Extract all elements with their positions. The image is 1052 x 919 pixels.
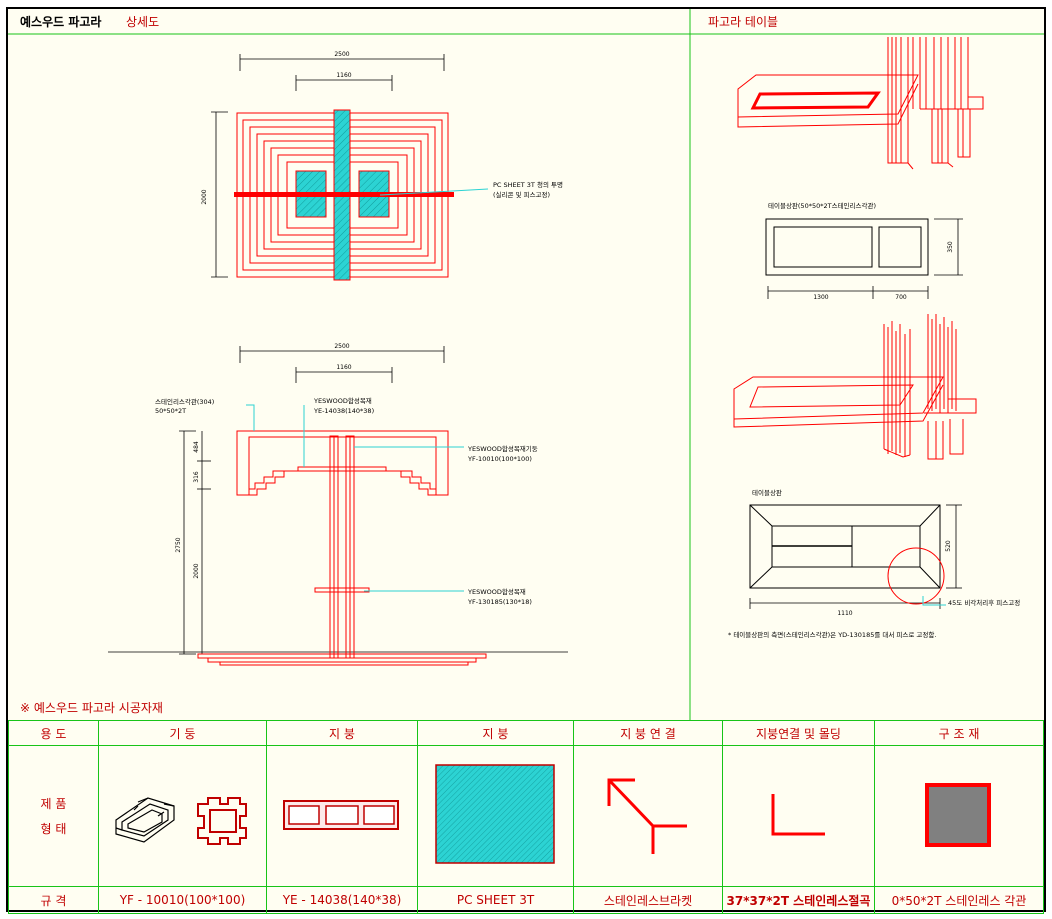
label-steel-1: 스테인리스각관(304) [155, 397, 214, 406]
corner-note: 45도 비각처리후 피스고정 [948, 598, 1020, 607]
spec-size-row: 규 격 YF - 10010(100*100) YE - 14038(140*3… [8, 886, 1044, 914]
table-top [749, 504, 962, 609]
label-bracket-2: YF-130185(130*18) [467, 598, 532, 606]
drawing-canvas: 예스우드 파고라 상세도 파고라 테이블 2500 1160 2000 [8, 9, 1044, 720]
spec-size-tube: 0*50*2T 스테인레스 각관 [874, 886, 1044, 914]
corner-leader [922, 596, 946, 606]
table-dim-w2: 700 [895, 294, 907, 301]
label-frame: 테이블상판(50*50*2T스테인리스각관) [768, 201, 876, 210]
elev-dim-a: 484 [193, 441, 200, 453]
pc-sheet-icon [434, 763, 555, 864]
plan-dim-inner: 1160 [336, 72, 351, 79]
label-post-1: YESWOOD합성목재기둥 [467, 444, 538, 453]
spec-header-structure: 구 조 재 [874, 720, 1044, 746]
spec-header-row: 용 도 기 둥 지 붕 지 붕 지 붕 연 결 지붕연결 및 몰딩 구 조 재 [8, 720, 1044, 746]
table-dim-top-w: 1110 [837, 610, 852, 617]
bracket-cell [573, 745, 723, 887]
table-frame [765, 218, 963, 299]
plan-dim-outer: 2500 [334, 51, 349, 58]
post-profile-cell [98, 745, 267, 887]
table-footnote: * 테이블상판의 측면(스테인리스각관)은 YD-130185를 대서 피스로 … [728, 630, 936, 639]
table-dim-w1: 1300 [813, 294, 828, 301]
spec-table: 용 도 기 둥 지 붕 지 붕 지 붕 연 결 지붕연결 및 몰딩 구 조 재 … [8, 720, 1044, 914]
plan-beam-red [234, 192, 454, 197]
title-rest: 상세도 [126, 15, 159, 29]
table-dim-top-h: 520 [945, 540, 952, 552]
spec-header-molding: 지붕연결 및 몰딩 [722, 720, 875, 746]
elev-dim-total: 2750 [175, 537, 182, 552]
spec-row-label: 제 품 형 태 [8, 745, 99, 887]
plan-note-1: PC SHEET 3T 청의 투명 [493, 180, 563, 189]
angle-cell [722, 745, 875, 887]
title-bold: 예스우드 파고라 [20, 14, 101, 29]
spec-row-label-2: 형 태 [40, 822, 67, 836]
elev-dim-c: 2000 [193, 563, 200, 578]
corner-detail-circle [887, 547, 945, 605]
square-tube-icon [925, 782, 991, 847]
spec-size-post: YF - 10010(100*100) [98, 886, 267, 914]
post-profile-icon [114, 796, 247, 845]
label-rafter-1: YESWOOD합성목재 [313, 396, 372, 405]
materials-caption: ※ 예스우드 파고라 시공자재 [20, 701, 163, 715]
spec-size-pc-sheet: PC SHEET 3T [417, 886, 574, 914]
spec-size-bracket: 스테인레스브라켓 [573, 886, 723, 914]
spec-size-rafter: YE - 14038(140*38) [266, 886, 418, 914]
plan-view [211, 54, 445, 278]
elevation-leaders [246, 404, 464, 592]
label-bracket-1: YESWOOD합성목재 [467, 587, 526, 596]
plan-dim-height: 2000 [201, 189, 208, 204]
table-iso-1 [737, 37, 984, 170]
spec-row-label-1: 제 품 [40, 797, 67, 811]
spec-size-label: 규 격 [8, 886, 99, 914]
table-dim-h: 350 [947, 241, 954, 253]
plan-note-2: (실리콘 및 피스고정) [493, 190, 550, 199]
label-steel-2: 50*50*2T [155, 407, 186, 415]
table-iso-2 [733, 314, 977, 460]
plan-leader [379, 188, 489, 196]
spec-size-angle: 37*37*2T 스테인레스절곡 [722, 886, 875, 914]
label-top: 테이블상판 [752, 488, 782, 497]
label-rafter-2: YE-14038(140*38) [313, 407, 374, 415]
angle-icon [771, 793, 825, 835]
spec-header-roof-joint: 지 붕 연 결 [573, 720, 723, 746]
drawing-sheet: 예스우드 파고라 상세도 파고라 테이블 2500 1160 2000 [6, 7, 1046, 914]
elev-dim-outer: 2500 [334, 343, 349, 350]
right-title: 파고라 테이블 [708, 15, 778, 29]
spec-image-row: 제 품 형 태 [8, 745, 1044, 887]
pc-sheet-cell [417, 745, 574, 887]
elev-dim-inner: 1160 [336, 364, 351, 371]
spec-header-post: 기 둥 [98, 720, 267, 746]
bracket-icon [607, 778, 687, 854]
spec-header-roof-1: 지 붕 [266, 720, 418, 746]
spec-header-roof-2: 지 붕 [417, 720, 574, 746]
square-tube-cell [874, 745, 1044, 887]
rafter-profile-cell [266, 745, 418, 887]
elevation-structure [197, 430, 487, 666]
label-post-2: YF-10010(100*100) [467, 455, 532, 463]
rafter-profile-icon [283, 799, 399, 830]
spec-header-use: 용 도 [8, 720, 99, 746]
elev-dim-b: 316 [193, 471, 200, 483]
